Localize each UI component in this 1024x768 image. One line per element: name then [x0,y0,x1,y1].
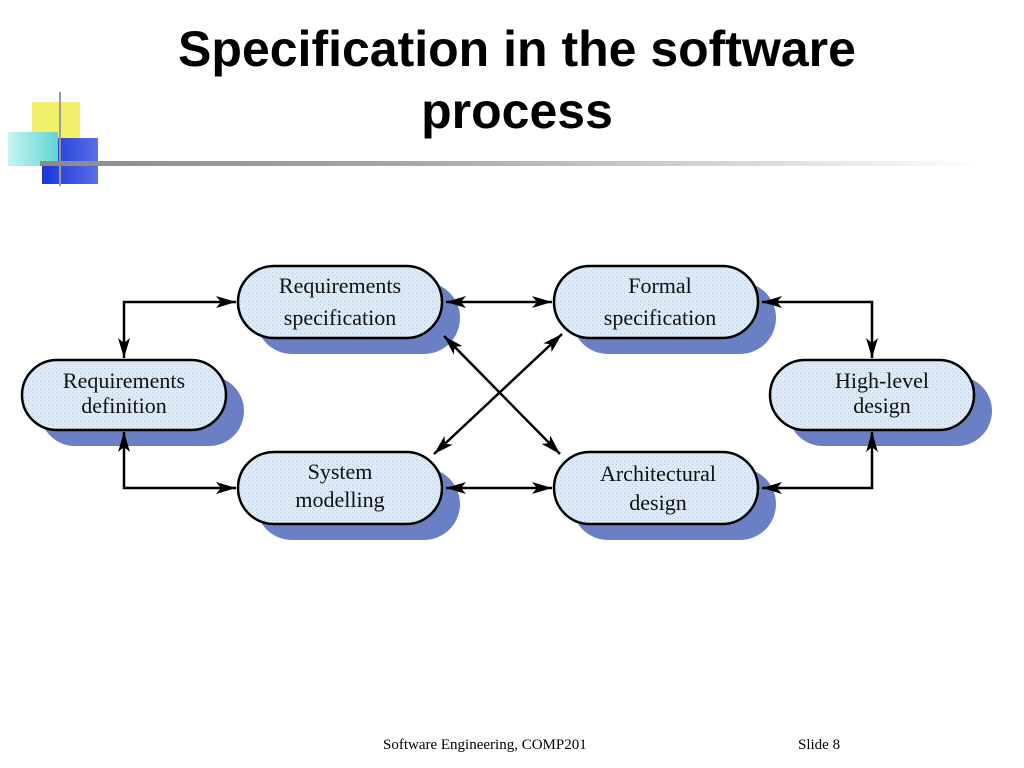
node-label-line1: Requirements [279,273,401,298]
node-requirements-specification: Requirements specification [236,264,444,340]
arrow-arch-to-hld [762,432,878,494]
node-label-line1: Formal [628,273,692,298]
node-label-line1: Requirements [63,368,185,393]
node-label-line2: design [853,393,910,418]
footer-slide-number: Slide 8 [798,737,841,753]
node-architectural-design: Architectural design [552,450,760,526]
specification-process-diagram: Requirements definition Requirements spe… [20,264,992,540]
node-requirements-definition: Requirements definition [20,358,228,432]
slide-title-line1: Specification in the software [178,21,856,77]
slide-title-line2: process [421,83,613,139]
node-system-modelling: System modelling [236,450,444,526]
node-label-line2: specification [604,305,716,330]
node-label-line2: modelling [295,487,384,512]
logo-cyan-square [8,132,58,166]
arrow-req-def-to-sys-mod [118,432,236,494]
slide-title: Specification in the software process [110,18,924,142]
node-label-line2: definition [81,393,167,418]
arrow-sys-mod-to-formal [433,333,563,455]
arrow-req-def-to-req-spec [118,296,236,358]
title-underline [40,161,980,166]
node-label-line1: Architectural [600,461,716,486]
node-label-line2: design [629,490,686,515]
node-formal-specification: Formal specification [552,264,760,340]
footer-course: Software Engineering, COMP201 [383,737,587,753]
slide-logo [8,92,98,186]
node-label-line1: High-level [835,368,929,393]
diagram-arrows [118,296,878,494]
node-high-level-design: High-level design [768,358,976,432]
node-label-line2: specification [284,305,396,330]
node-label-line1: System [308,459,373,484]
arrow-formal-to-hld [762,296,878,358]
